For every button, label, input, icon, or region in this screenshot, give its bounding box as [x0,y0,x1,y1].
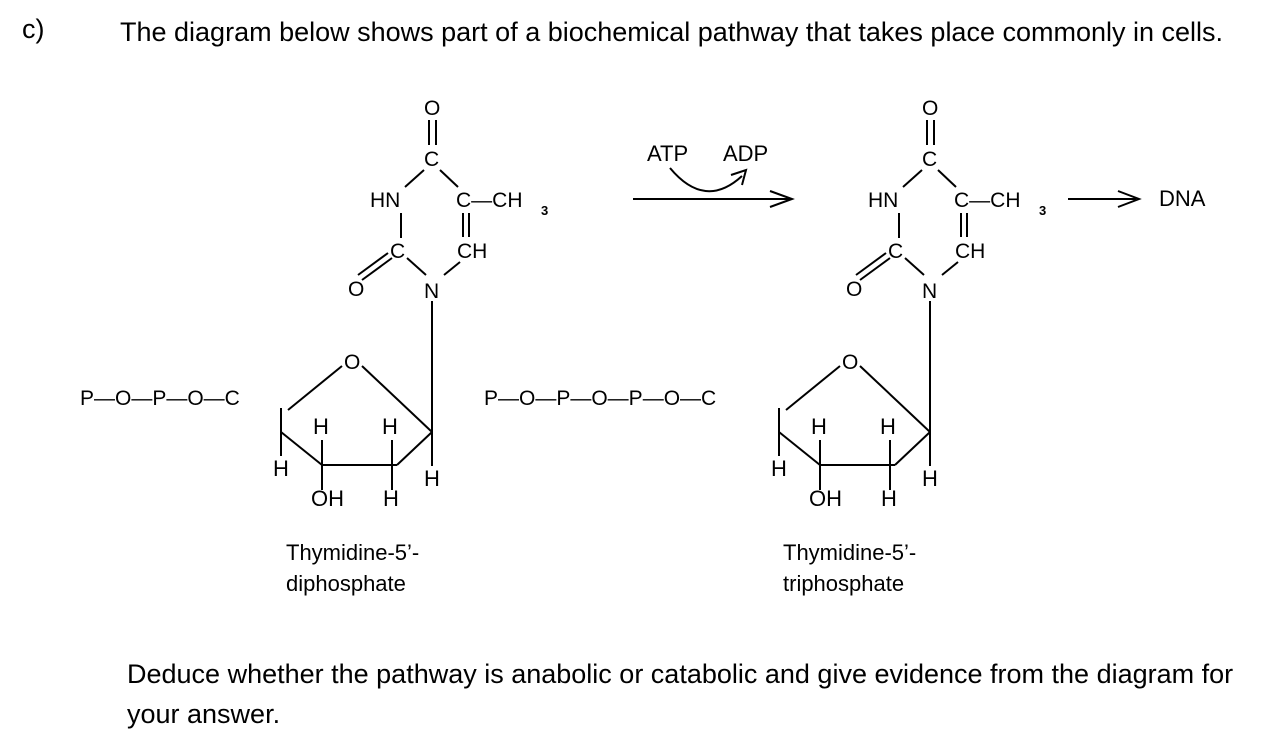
atom-n-left: N [424,280,439,303]
atom-ch-right: CH [955,240,985,263]
atom-ch-left: CH [457,240,487,263]
atom-c-right: C [922,148,937,171]
atom-h2-right: H [880,414,896,439]
atom-ch3-sub-left: 3 [541,203,548,218]
atom-c-ch3-left: C—CH [456,189,523,212]
question-label: c) [22,14,45,44]
atom-n-right: N [922,280,937,303]
atom-o-ring-right: O [842,351,858,374]
caption-left-line2: diphosphate [286,571,406,596]
atom-hn-right: HN [868,189,898,212]
atom-o-top-left: O [424,97,440,120]
atom-c-ch3-right: C—CH [954,189,1021,212]
atom-h1-right: H [811,414,827,439]
reaction-arrow: ATP ADP [633,141,795,208]
caption-right-line2: triphosphate [783,571,904,596]
atom-h5-left: H [383,486,399,511]
atom-o-top-right: O [922,97,938,120]
atom-oh-left: OH [311,486,344,511]
thymidine-diphosphate-structure [280,120,470,490]
atom-c-lower-right: C [888,240,903,263]
question-intro: The diagram below shows part of a bioche… [120,17,1224,47]
main-arrow-head [769,190,795,208]
atom-o-keto-right: O [846,278,862,301]
dna-arrow: DNA [1068,186,1206,211]
atp-label: ATP [647,141,688,166]
caption-right-line1: Thymidine-5’- [783,540,916,565]
right-atom-labels: O C HN C—CH 3 CH C O N O P—O—P—O—P—O—C H… [484,97,1046,511]
atom-oh-right: OH [809,486,842,511]
atom-h2-left: H [382,414,398,439]
atom-c-lower-left: C [390,240,405,263]
atom-h3-left: H [273,456,289,481]
atom-h1-left: H [313,414,329,439]
left-atom-labels: O C HN C—CH 3 CH C O N O P—O—P—O—C H H H… [80,97,548,511]
curved-arrow [669,167,743,193]
dna-label: DNA [1159,186,1206,211]
atom-o-keto-left: O [348,278,364,301]
atom-h4-right: H [922,466,938,491]
atom-ch3-sub-right: 3 [1039,203,1046,218]
phosphate-chain-left: P—O—P—O—C [80,387,240,410]
atom-h3-right: H [771,456,787,481]
atom-h5-right: H [881,486,897,511]
curved-arrow-head [730,168,748,186]
caption-left-line1: Thymidine-5’- [286,540,419,565]
atom-h4-left: H [424,466,440,491]
adp-label: ADP [723,141,768,166]
atom-hn-left: HN [370,189,400,212]
atom-c-left: C [424,148,439,171]
atom-o-ring-left: O [344,351,360,374]
phosphate-chain-right: P—O—P—O—P—O—C [484,387,716,410]
thymidine-triphosphate-structure [778,120,968,490]
question-prompt: Deduce whether the pathway is anabolic o… [127,659,1234,729]
dna-arrow-head [1117,190,1142,208]
